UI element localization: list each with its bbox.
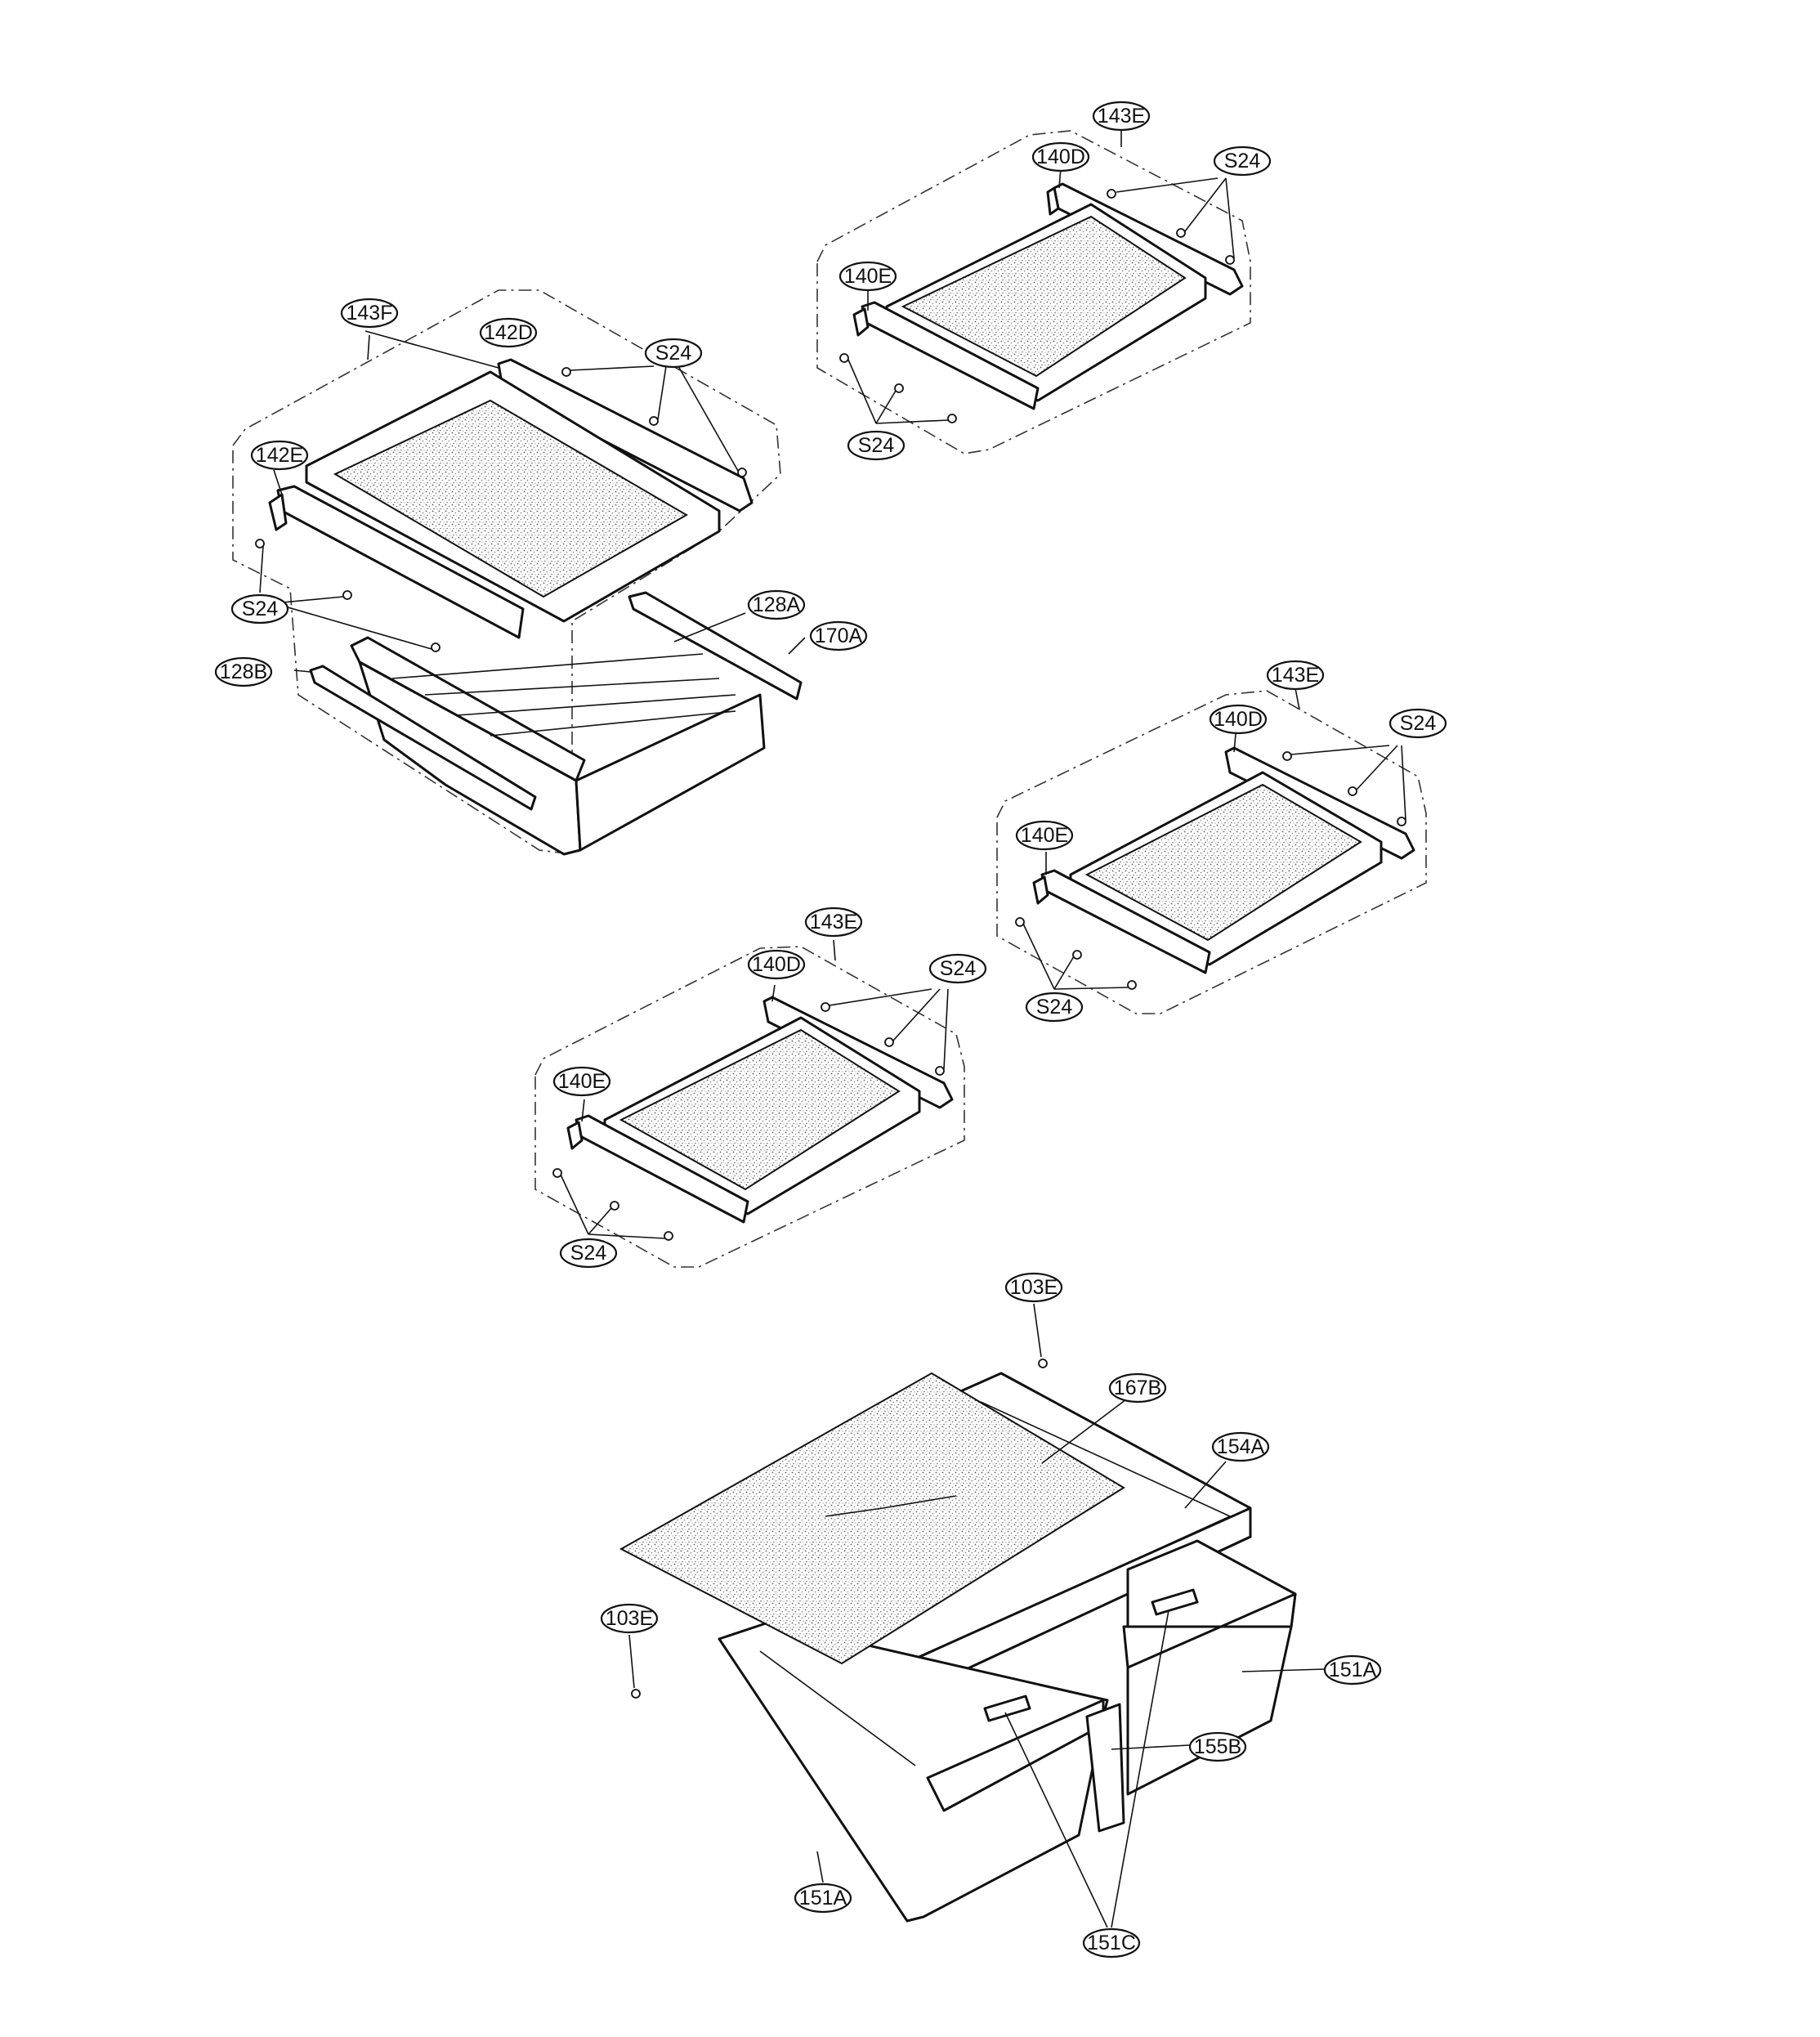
svg-text:143F: 143F — [347, 302, 393, 325]
callout-143e-middle-right: 143E — [1266, 660, 1325, 691]
svg-text:143E: 143E — [1098, 105, 1145, 128]
svg-text:167B: 167B — [1114, 1377, 1161, 1399]
callout-143f: 143F — [340, 298, 399, 329]
svg-text:S24: S24 — [858, 434, 895, 457]
callout-143e-top: 143E — [1092, 101, 1151, 132]
callout-142e: 142E — [250, 440, 309, 471]
callout-151c: 151C — [1082, 1927, 1141, 1959]
svg-text:S24: S24 — [1224, 150, 1261, 172]
svg-text:151A: 151A — [1329, 1659, 1377, 1681]
callout-s24-drawer-left: S24 — [230, 593, 289, 625]
svg-text:140D: 140D — [1036, 146, 1085, 168]
svg-text:140E: 140E — [844, 265, 892, 288]
callout-s24-top-right: S24 — [1213, 146, 1272, 177]
callout-170a: 170A — [809, 620, 868, 651]
svg-text:S24: S24 — [1036, 996, 1073, 1019]
callout-128a: 128A — [747, 589, 806, 620]
svg-text:140E: 140E — [558, 1070, 606, 1093]
shelf-assembly-143e-top — [816, 127, 1251, 454]
callout-151a-left: 151A — [794, 1883, 852, 1914]
callout-140e-middle-right: 140E — [1015, 820, 1074, 851]
callout-140d-top: 140D — [1031, 141, 1090, 172]
callout-s24-drawer-right: S24 — [644, 338, 703, 369]
callout-s24-middle-right-a: S24 — [1388, 708, 1447, 739]
svg-text:S24: S24 — [1400, 712, 1437, 735]
svg-text:151A: 151A — [799, 1887, 847, 1909]
callout-140d-middle-left: 140D — [747, 949, 806, 980]
callout-140e-top: 140E — [838, 261, 897, 292]
svg-text:140D: 140D — [1214, 708, 1263, 731]
callout-s24-middle-right-b: S24 — [1025, 992, 1084, 1023]
bolt-icon — [255, 367, 747, 652]
svg-text:140D: 140D — [752, 953, 801, 976]
svg-text:103E: 103E — [1010, 1276, 1058, 1299]
bolt-icon — [1015, 751, 1406, 990]
callout-140d-middle-right: 140D — [1209, 704, 1268, 735]
shelf-assembly-143e-middle-left — [534, 939, 965, 1268]
shelf-assembly-143e-middle-right — [996, 687, 1427, 1014]
svg-text:S24: S24 — [940, 957, 977, 980]
callout-103e-left: 103E — [600, 1603, 659, 1634]
bolt-icon — [839, 189, 1235, 423]
svg-text:143E: 143E — [810, 911, 857, 933]
callout-s24-top-left: S24 — [847, 430, 906, 461]
svg-text:170A: 170A — [815, 625, 863, 647]
svg-text:103E: 103E — [606, 1607, 653, 1630]
callout-154a: 154A — [1211, 1431, 1270, 1462]
callout-143e-middle-left: 143E — [804, 907, 863, 938]
svg-text:151C: 151C — [1087, 1932, 1136, 1954]
svg-text:128B: 128B — [220, 660, 267, 683]
svg-text:142E: 142E — [256, 444, 303, 467]
callout-155b: 155B — [1188, 1731, 1247, 1762]
callout-142d: 142D — [479, 317, 538, 348]
svg-text:128A: 128A — [753, 593, 801, 616]
callout-167b: 167B — [1108, 1372, 1167, 1404]
bolt-icon — [552, 1002, 945, 1241]
callout-s24-middle-left-b: S24 — [559, 1238, 618, 1269]
callout-151a-right: 151A — [1323, 1654, 1382, 1686]
svg-text:S24: S24 — [242, 598, 279, 620]
svg-text:155B: 155B — [1194, 1735, 1241, 1758]
svg-text:142D: 142D — [484, 321, 533, 344]
svg-text:S24: S24 — [570, 1242, 607, 1265]
screw-icon — [631, 1359, 1048, 1699]
svg-text:140E: 140E — [1021, 824, 1068, 847]
svg-text:S24: S24 — [655, 342, 692, 365]
callout-103e-top: 103E — [1004, 1272, 1063, 1303]
callout-s24-middle-left-a: S24 — [928, 953, 987, 984]
callout-140e-middle-left: 140E — [552, 1066, 611, 1097]
shelf-assembly-143f-with-drawer — [232, 289, 806, 856]
svg-text:143E: 143E — [1272, 664, 1319, 687]
callout-128b: 128B — [214, 656, 273, 687]
crisper-cover-assembly — [619, 1303, 1325, 1928]
svg-text:154A: 154A — [1217, 1435, 1265, 1458]
